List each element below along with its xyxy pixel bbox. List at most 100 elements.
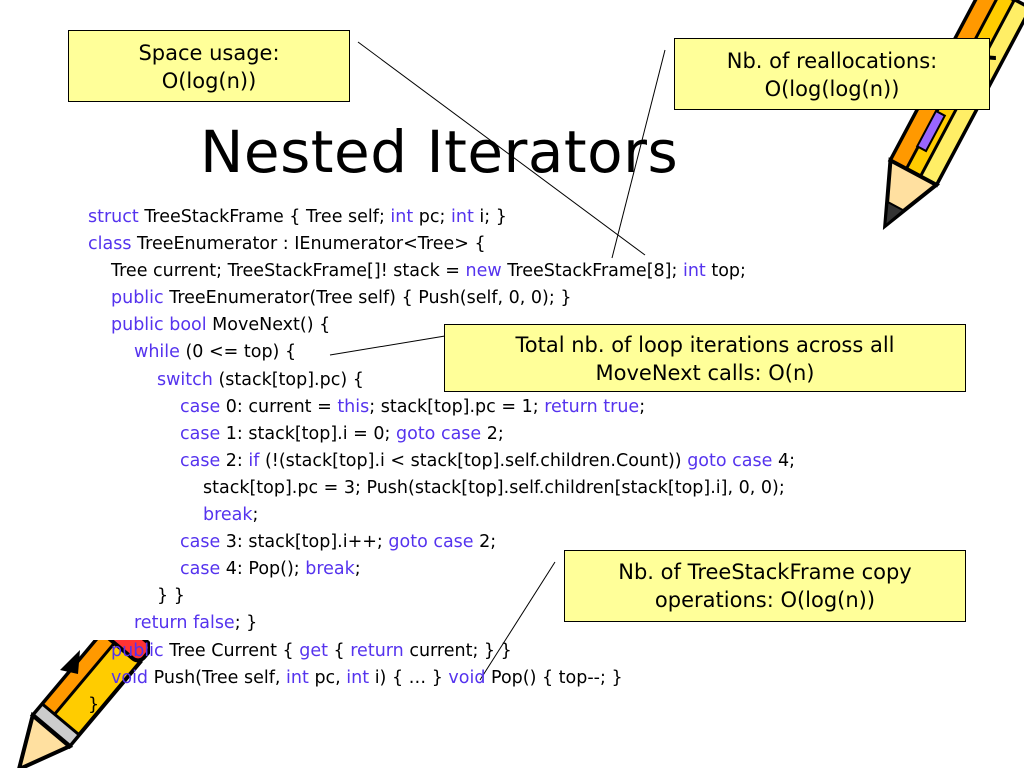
code-keyword: return true bbox=[544, 396, 640, 417]
code-text: current; } } bbox=[403, 640, 512, 661]
code-line: case 1: stack[top].i = 0; goto case 2; bbox=[88, 421, 795, 448]
callout-copy-operations: Nb. of TreeStackFrame copy operations: O… bbox=[564, 550, 966, 622]
code-keyword: struct bbox=[88, 207, 139, 227]
code-line: while (0 <= top) { bbox=[88, 339, 795, 366]
code-keyword: void bbox=[448, 667, 486, 688]
callout-copy-line1: Nb. of TreeStackFrame copy bbox=[618, 560, 912, 584]
code-line: return false; } bbox=[88, 610, 795, 637]
code-keyword: public bbox=[111, 288, 164, 309]
code-text: (!(stack[top].i < stack[top].self.childr… bbox=[259, 450, 688, 471]
code-text: 2; bbox=[481, 423, 504, 444]
code-text: pc; bbox=[413, 207, 451, 227]
code-keyword: return bbox=[350, 640, 404, 661]
code-text: 4: Pop(); bbox=[220, 559, 306, 580]
code-text: Pop() { top--; } bbox=[485, 667, 623, 688]
code-text: (0 <= top) { bbox=[179, 342, 297, 363]
code-keyword: case bbox=[180, 450, 221, 471]
code-line: public bool MoveNext() { bbox=[88, 312, 795, 339]
code-keyword: this bbox=[337, 396, 370, 417]
callout-realloc-line2: O(log(log(n)) bbox=[764, 77, 900, 101]
callout-space-usage: Space usage: O(log(n)) bbox=[68, 30, 350, 102]
code-keyword: case bbox=[180, 396, 221, 417]
code-text: TreeStackFrame[8]; bbox=[501, 261, 683, 282]
code-keyword: goto case bbox=[687, 450, 773, 471]
code-line: stack[top].pc = 3; Push(stack[top].self.… bbox=[88, 475, 795, 502]
code-text: 3: stack[top].i++; bbox=[220, 532, 389, 553]
callout-realloc-line1: Nb. of reallocations: bbox=[726, 49, 938, 73]
code-text: TreeStackFrame { Tree self; bbox=[138, 207, 391, 227]
callout-space-line2: O(log(n)) bbox=[161, 69, 257, 93]
code-keyword: return false bbox=[134, 613, 235, 634]
code-keyword: class bbox=[88, 234, 132, 255]
callout-loop-line2: MoveNext calls: O(n) bbox=[595, 361, 815, 385]
code-block: struct TreeStackFrame { Tree self; int p… bbox=[88, 204, 795, 719]
callout-space-line1: Space usage: bbox=[138, 41, 280, 65]
code-text: Tree current; TreeStackFrame[]! stack = bbox=[111, 261, 466, 282]
code-text: MoveNext() { bbox=[206, 315, 331, 336]
code-keyword: public bool bbox=[111, 315, 207, 336]
code-keyword: int bbox=[390, 207, 414, 227]
code-keyword: case bbox=[180, 532, 221, 553]
code-line: case 4: Pop(); break; bbox=[88, 556, 795, 583]
code-keyword: void bbox=[111, 667, 149, 688]
code-keyword: case bbox=[180, 559, 221, 580]
code-keyword: case bbox=[180, 423, 221, 444]
code-line: } } bbox=[88, 583, 795, 610]
code-text: ; bbox=[252, 505, 259, 526]
code-keyword: goto case bbox=[388, 532, 474, 553]
code-keyword: int bbox=[286, 667, 309, 688]
code-keyword: int bbox=[346, 667, 370, 688]
code-text: ; } bbox=[234, 613, 258, 634]
code-text: 0: current = bbox=[220, 396, 338, 417]
code-keyword: public bbox=[111, 640, 164, 661]
code-text: } bbox=[88, 694, 100, 715]
code-text: i) { … } bbox=[369, 667, 449, 688]
code-line: break; bbox=[88, 502, 795, 529]
code-text: (stack[top].pc) { bbox=[212, 369, 364, 390]
code-line: } bbox=[88, 692, 795, 719]
code-text: { bbox=[327, 640, 351, 661]
code-line: Tree current; TreeStackFrame[]! stack = … bbox=[88, 258, 795, 285]
code-text: ; bbox=[354, 559, 361, 580]
callout-loop-line1: Total nb. of loop iterations across all bbox=[515, 333, 895, 357]
code-line: public TreeEnumerator(Tree self) { Push(… bbox=[88, 285, 795, 312]
pencil-icon-bottom-left bbox=[15, 640, 150, 768]
code-text: 2; bbox=[473, 532, 497, 553]
code-keyword: int bbox=[451, 207, 474, 227]
code-text: 4; bbox=[772, 450, 795, 471]
code-keyword: new bbox=[465, 261, 502, 282]
code-text: ; stack[top].pc = 1; bbox=[369, 396, 545, 417]
code-text: Push(Tree self, bbox=[148, 667, 287, 688]
code-line: public Tree Current { get { return curre… bbox=[88, 638, 795, 665]
code-line: class TreeEnumerator : IEnumerator<Tree>… bbox=[88, 231, 795, 258]
code-line: struct TreeStackFrame { Tree self; int p… bbox=[88, 204, 795, 231]
code-keyword: if bbox=[248, 450, 260, 471]
code-text: TreeEnumerator : IEnumerator<Tree> { bbox=[131, 234, 486, 255]
code-text: stack[top].pc = 3; Push(stack[top].self.… bbox=[203, 477, 785, 498]
code-text: 2: bbox=[220, 450, 249, 471]
code-keyword: break bbox=[305, 559, 355, 580]
code-keyword: goto case bbox=[396, 423, 482, 444]
code-keyword: while bbox=[134, 342, 180, 363]
code-line: case 3: stack[top].i++; goto case 2; bbox=[88, 529, 795, 556]
code-keyword: break bbox=[203, 505, 253, 526]
code-text: Tree Current { bbox=[163, 640, 300, 661]
code-line: void Push(Tree self, int pc, int i) { … … bbox=[88, 665, 795, 692]
code-line: case 0: current = this; stack[top].pc = … bbox=[88, 394, 795, 421]
code-keyword: switch bbox=[157, 369, 213, 390]
code-line: case 2: if (!(stack[top].i < stack[top].… bbox=[88, 448, 795, 475]
callout-reallocations: Nb. of reallocations: O(log(log(n)) bbox=[674, 38, 990, 110]
code-text: 1: stack[top].i = 0; bbox=[220, 423, 396, 444]
slide-title: Nested Iterators bbox=[200, 118, 679, 186]
code-text: ; bbox=[639, 396, 646, 417]
code-text: } } bbox=[157, 586, 185, 607]
callout-loop-iterations: Total nb. of loop iterations across all … bbox=[444, 324, 966, 392]
code-text: i; } bbox=[473, 207, 507, 227]
code-line: switch (stack[top].pc) { bbox=[88, 367, 795, 394]
code-text: top; bbox=[705, 261, 746, 282]
callout-copy-line2: operations: O(log(n)) bbox=[654, 588, 876, 612]
code-text: pc, bbox=[308, 667, 347, 688]
code-keyword: get bbox=[299, 640, 328, 661]
code-text: TreeEnumerator(Tree self) { Push(self, 0… bbox=[163, 288, 572, 309]
